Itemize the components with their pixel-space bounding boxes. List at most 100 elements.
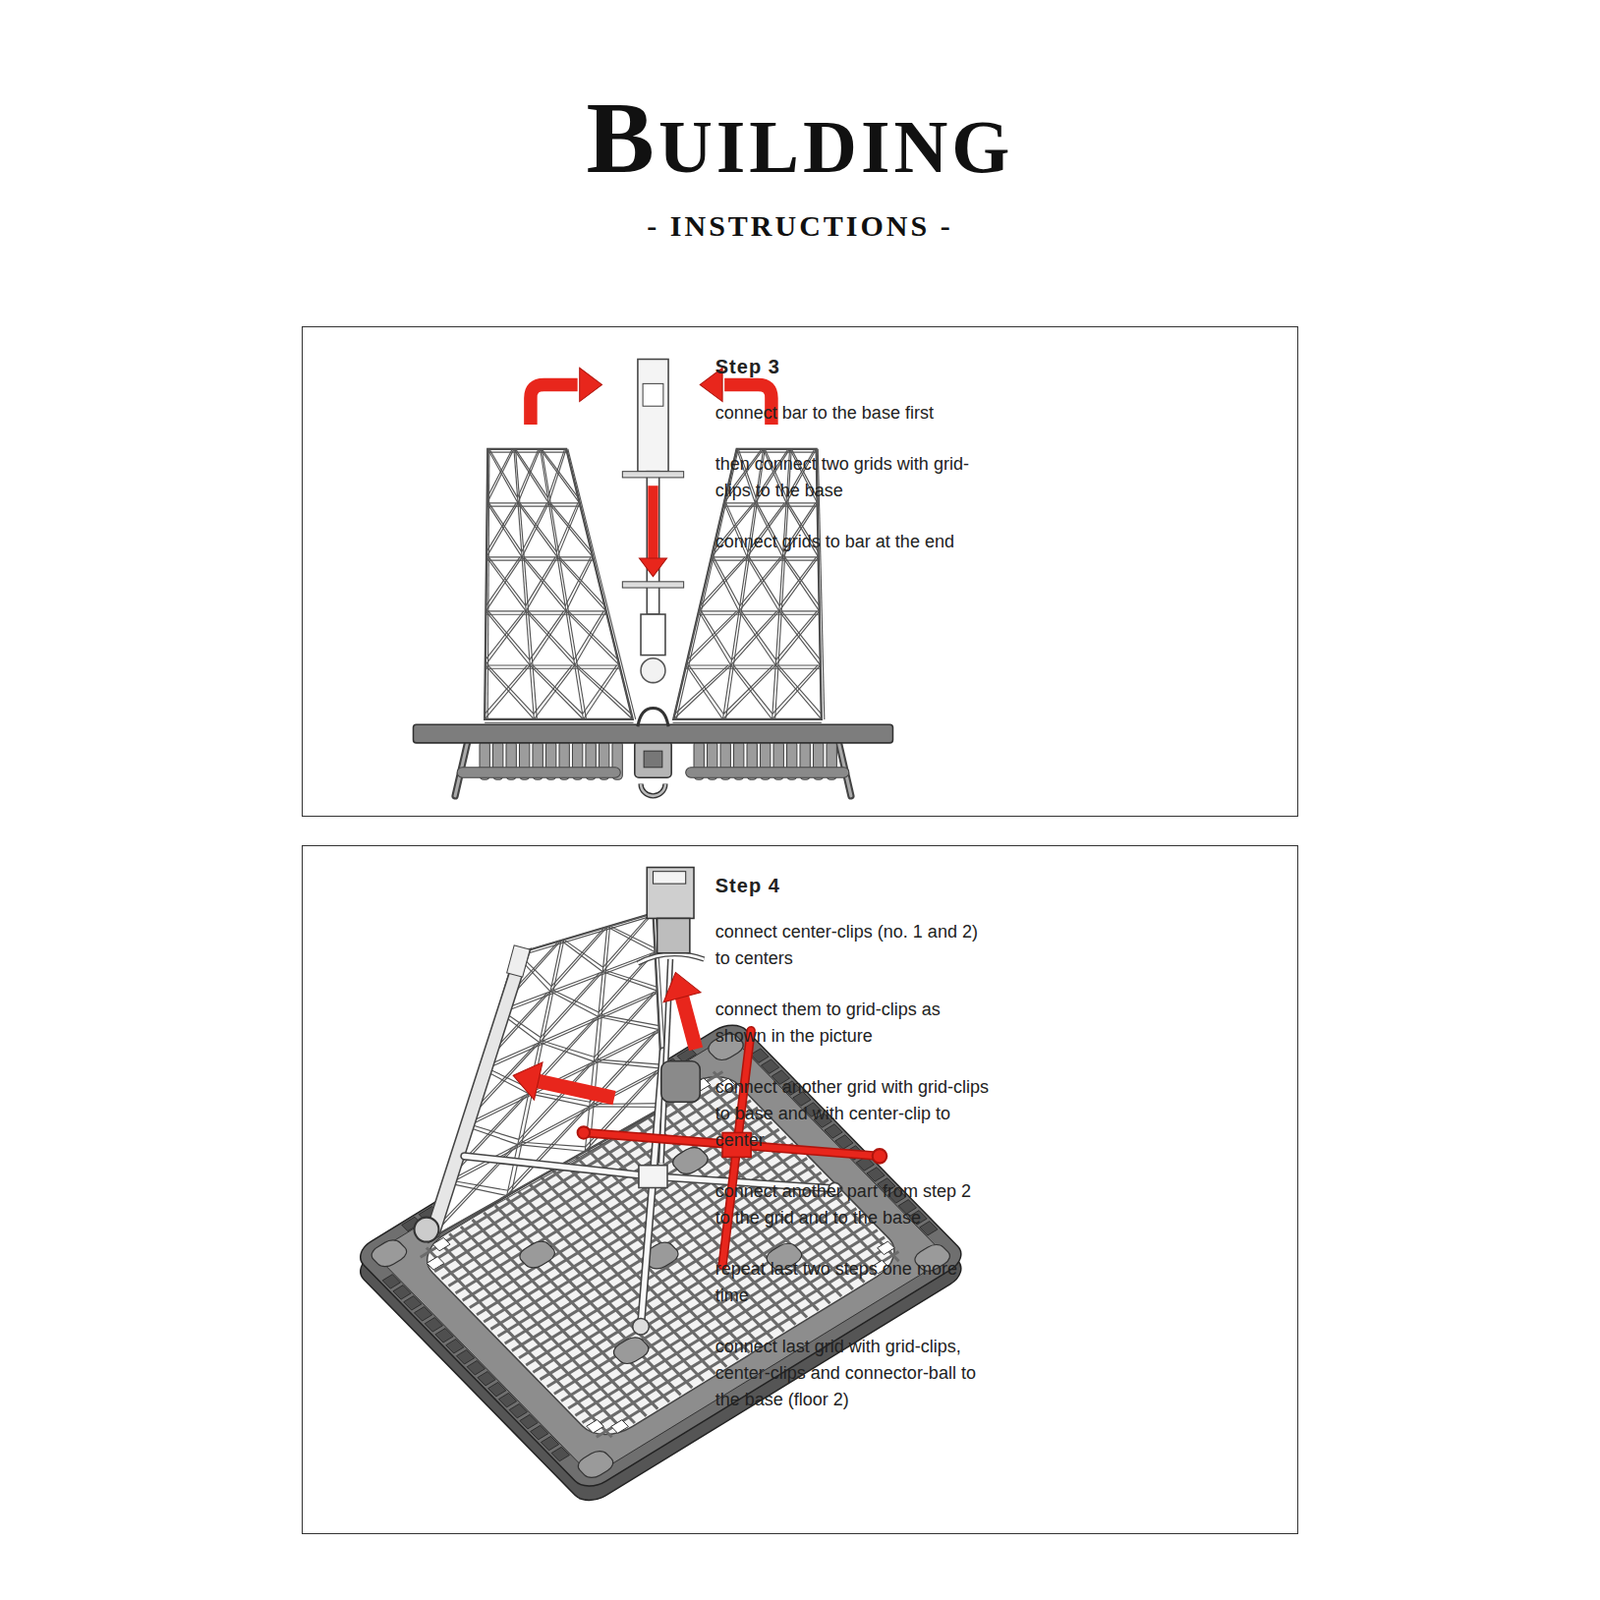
rim-clip <box>750 1048 769 1064</box>
grid-clip <box>432 1237 451 1252</box>
center-socket <box>668 1143 712 1178</box>
center-socket <box>515 1238 560 1272</box>
grid-strut <box>487 503 522 558</box>
step-text: Step 3connect bar to the base firstthen … <box>715 355 991 580</box>
grid-strut <box>485 611 530 666</box>
grid-strut <box>685 665 723 720</box>
grid-strut <box>776 611 818 661</box>
grid-strut <box>487 452 568 454</box>
grid-strut <box>553 990 599 1013</box>
grid-strut <box>582 665 618 715</box>
grid-strut <box>775 611 820 666</box>
grid-strut <box>601 1015 659 1027</box>
grid-strut <box>540 972 600 1038</box>
center-socket <box>609 1333 653 1368</box>
grid-strut <box>489 503 522 553</box>
rim-clip <box>393 1285 411 1301</box>
center-clip <box>463 1155 653 1177</box>
clip-rail <box>685 767 850 778</box>
center-clip <box>463 1155 653 1177</box>
grid-strut <box>525 611 575 666</box>
grid-strut <box>487 449 515 504</box>
grid-strut <box>700 611 732 661</box>
grid-strut <box>699 557 745 607</box>
grid-strut <box>711 556 819 558</box>
grid-strut <box>487 502 580 504</box>
instruction-text: connect grids to bar at the end <box>715 528 991 556</box>
step-panel: Step 3connect bar to the base firstthen … <box>301 326 1298 816</box>
clip-ring <box>640 783 666 796</box>
grid-strut <box>731 665 773 720</box>
grid-strut <box>775 665 822 720</box>
center-clip <box>643 750 663 768</box>
center-socket <box>573 1447 618 1482</box>
grid-strut <box>785 557 820 607</box>
floor-grid <box>498 1150 801 1337</box>
grid-strut <box>533 665 574 720</box>
center-clip <box>640 1176 653 1327</box>
grid-strut <box>568 611 618 661</box>
grid-strut <box>484 718 633 720</box>
connector-ball <box>640 658 666 684</box>
grid-strut <box>508 1108 586 1191</box>
grid-strut <box>529 611 565 661</box>
arrow-shaft <box>534 1080 616 1098</box>
grid-strut <box>488 665 534 715</box>
clip-end <box>577 1126 590 1139</box>
grid-strut <box>541 449 578 499</box>
grid-strut <box>564 939 604 968</box>
grid-clip <box>426 1257 445 1271</box>
grid-strut <box>489 449 518 499</box>
grid-strut <box>782 557 819 612</box>
grid-strut <box>610 925 656 948</box>
grid-strut <box>724 502 818 504</box>
grid-strut <box>723 665 773 715</box>
instruction-text: connect last grid with grid-clips, cente… <box>715 1333 991 1414</box>
grid-strut <box>533 665 572 715</box>
grid-clip <box>586 1420 605 1434</box>
bar-stop <box>622 581 684 588</box>
grid-strut <box>548 449 567 504</box>
grid-strut <box>741 611 776 661</box>
grid-strut <box>556 503 578 553</box>
rim-clip <box>382 1274 400 1290</box>
grid-strut <box>521 503 548 553</box>
rim-clip <box>403 1296 422 1312</box>
grid-strut <box>515 449 549 499</box>
grid-clip <box>611 1420 629 1434</box>
page-subtitle: - INSTRUCTIONS - <box>0 208 1600 244</box>
grid-strut <box>485 610 606 612</box>
instruction-text: connect them to grid-clips as shown in t… <box>715 996 991 1050</box>
rim-clip <box>824 1124 843 1140</box>
base-inner <box>373 1034 948 1477</box>
grid-strut <box>528 611 574 661</box>
grid-strut <box>484 449 488 720</box>
grid-strut <box>519 503 557 553</box>
bar-top <box>637 358 669 471</box>
grid-strut <box>779 557 819 612</box>
grid-strut <box>484 665 530 720</box>
grid-strut <box>711 557 740 612</box>
step-text: Step 4connect center-clips (no. 1 and 2)… <box>715 874 991 1438</box>
bar-stop <box>622 471 684 478</box>
grid-strut <box>450 1180 509 1191</box>
arrow-shaft <box>681 993 696 1050</box>
clip-rail <box>457 767 621 778</box>
grid-strut <box>675 665 729 715</box>
rim-clip <box>424 1317 443 1333</box>
grid-strut <box>540 449 580 504</box>
grid-strut <box>559 557 605 607</box>
grid-strut <box>485 668 621 670</box>
grid-strut <box>688 665 724 715</box>
center-clip <box>638 1165 668 1189</box>
rim-clip <box>509 1403 527 1419</box>
grid-strut <box>485 611 524 661</box>
grid-strut <box>778 665 822 715</box>
instruction-text: then connect two grids with grid-clips t… <box>715 451 991 505</box>
rim-clip <box>446 1339 464 1355</box>
instruction-text: connect another grid with grid-clips to … <box>715 1074 991 1154</box>
grid-strut <box>550 503 592 553</box>
grid-strut <box>485 557 519 607</box>
grid-strut <box>484 665 527 715</box>
grid-strut <box>551 927 605 987</box>
